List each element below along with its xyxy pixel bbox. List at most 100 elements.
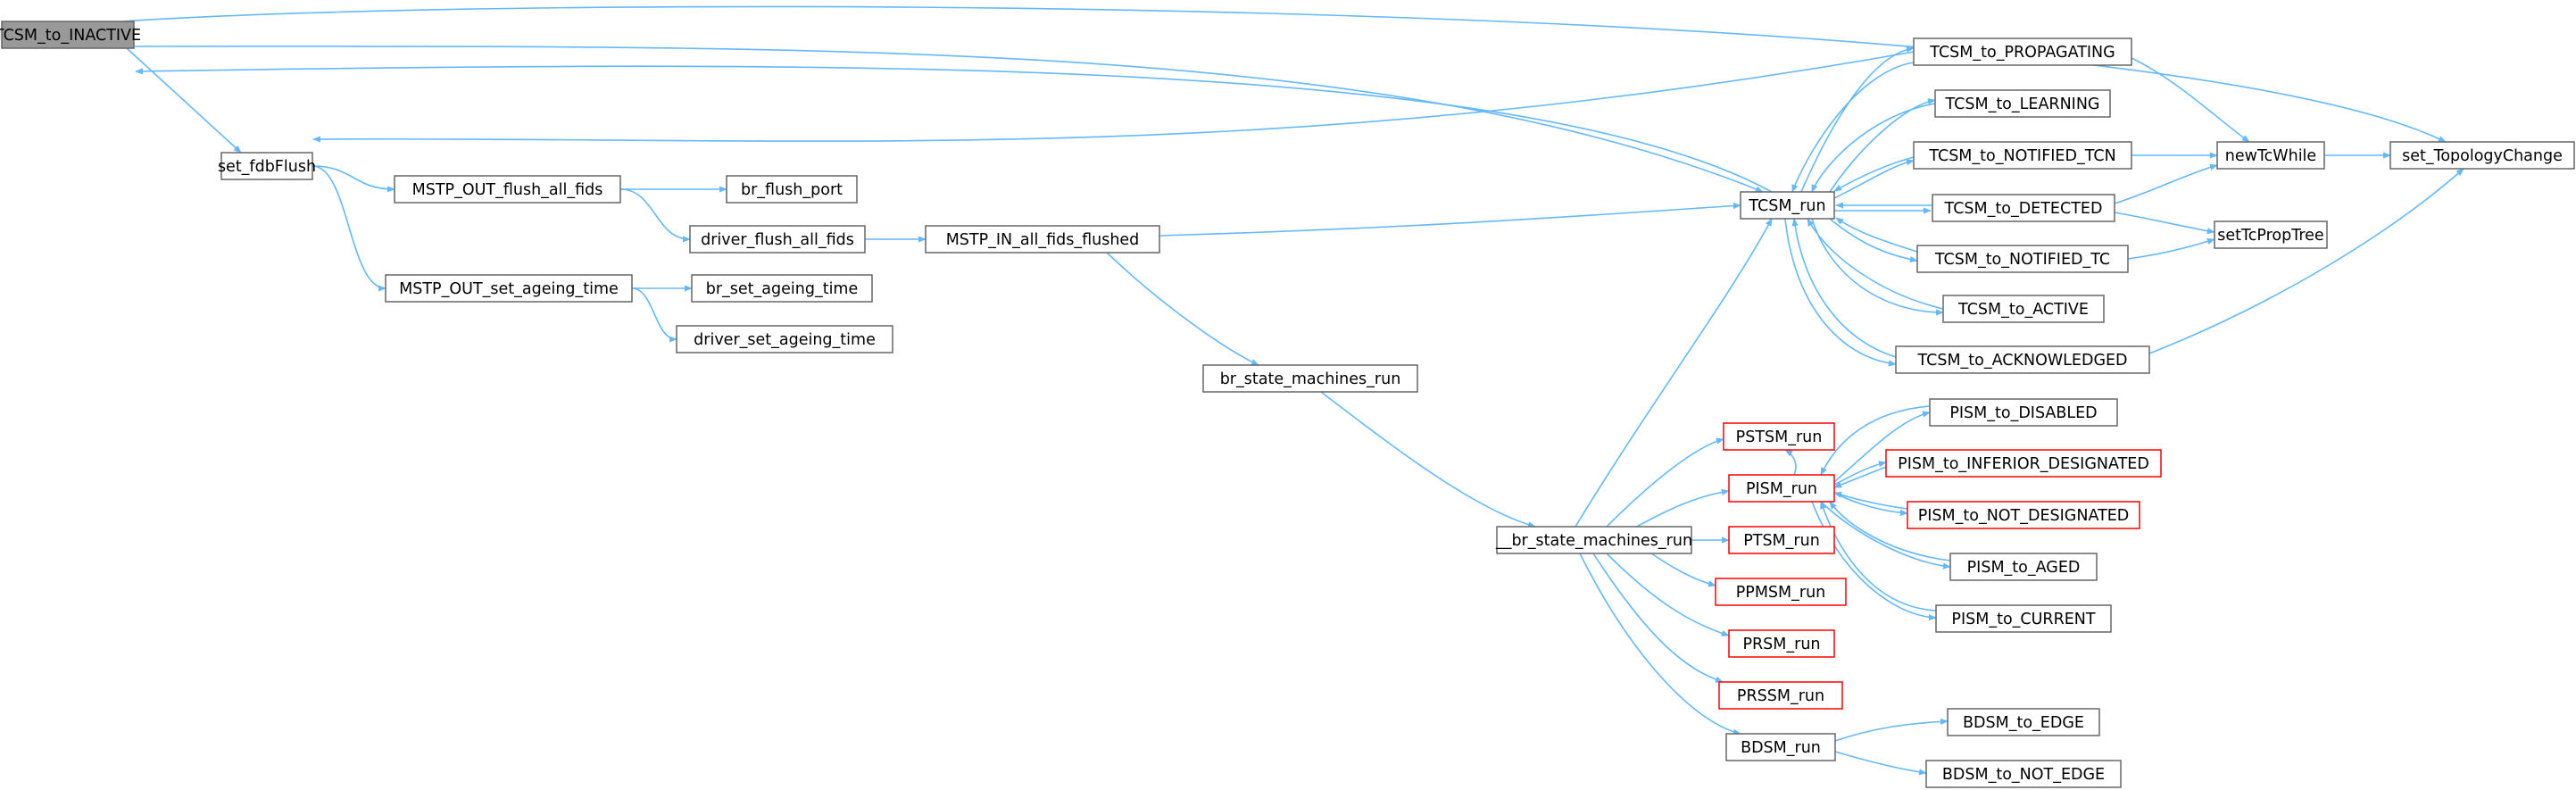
node-box[interactable] [1,21,135,49]
node-box[interactable] [1935,604,2112,633]
node-driver_set_ageing_time[interactable]: driver_set_ageing_time [676,325,893,353]
edge-MSTP_OUT_set_ageing_time-to-driver_set_ageing_time [631,287,677,343]
node-box[interactable] [2216,141,2325,170]
node-PISM_to_AGED[interactable]: PISM_to_AGED [1949,553,2098,581]
edges-layer [122,5,2464,776]
node-TCSM_to_DETECTED[interactable]: TCSM_to_DETECTED [1932,194,2115,222]
node-box[interactable] [689,225,866,254]
node-box[interactable] [1496,526,1692,554]
node-label: TCSM_to_ACTIVE [1957,301,2089,319]
edge-TCSM_run-to-TCSM_to_PROPAGATING [1800,46,1915,193]
node-box[interactable] [1913,37,2132,66]
node-TCSM_to_ACKNOWLEDGED[interactable]: TCSM_to_ACKNOWLEDGED [1895,345,2150,374]
node-box[interactable] [726,175,858,204]
node-PISM_to_CURRENT[interactable]: PISM_to_CURRENT [1935,604,2112,633]
node-box[interactable] [1725,733,1836,761]
node-MSTP_OUT_set_ageing_time[interactable]: MSTP_OUT_set_ageing_time [385,274,633,303]
node-label: TCSM_to_ACKNOWLEDGED [1916,352,2127,370]
node-box[interactable] [1740,191,1835,220]
node-box[interactable] [1916,245,2129,273]
node-box[interactable] [1929,398,2118,427]
node-BDSM_to_EDGE[interactable]: BDSM_to_EDGE [1947,708,2100,736]
node-box[interactable] [1934,89,2111,118]
edge-TCSM_to_PROPAGATING-to-newTcWhile [2129,56,2250,143]
edge-TCSM_run-to-TCSM_to_ACKNOWLEDGED [1784,218,1897,367]
node-label: setTcPropTree [2217,227,2323,245]
edge-TCSM_run-to-TCSM_to_NOTIFIED_TC [1829,218,1918,263]
node-box[interactable] [2214,220,2328,249]
node-PRSSM_run[interactable]: PRSSM_run [1718,681,1843,710]
node-PPMSM_run[interactable]: PPMSM_run [1715,578,1847,606]
edge-TCSM_run-to-TCSM_to_ACTIVE [1811,218,1944,316]
node-box[interactable] [1728,474,1835,503]
node-label: PISM_to_INFERIOR_DESIGNATED [1898,455,2149,473]
edge-PISM_run-to-PISM_to_AGED [1820,501,1951,570]
node-label: PTSM_run [1743,532,1820,550]
node-box[interactable] [385,274,633,303]
node-TCSM_to_INACTIVE[interactable]: TCSM_to_INACTIVE [0,21,141,49]
node-box[interactable] [1723,422,1835,451]
edge-TCSM_to_NOTIFIED_TC-to-setTcPropTree [2127,238,2215,260]
node-label: MSTP_IN_all_fids_flushed [946,231,1140,249]
node-box[interactable] [1202,364,1418,393]
node-newTcWhile[interactable]: newTcWhile [2216,141,2325,170]
node-PISM_to_DISABLED[interactable]: PISM_to_DISABLED [1929,398,2118,427]
node-BDSM_to_NOT_EDGE[interactable]: BDSM_to_NOT_EDGE [1925,760,2122,788]
node-box[interactable] [1949,553,2098,581]
edge-TCSM_to_DETECTED-to-setTcPropTree [2114,212,2215,235]
node-TCSM_to_NOTIFIED_TCN[interactable]: TCSM_to_NOTIFIED_TCN [1913,141,2132,170]
node-box[interactable] [1728,526,1835,554]
node-br_set_ageing_time[interactable]: br_set_ageing_time [691,274,873,303]
node-PRSM_run[interactable]: PRSM_run [1728,629,1835,658]
node-PISM_to_INFERIOR_DESIGNATED[interactable]: PISM_to_INFERIOR_DESIGNATED [1885,449,2162,478]
node-label: TCSM_to_NOTIFIED_TC [1934,251,2110,269]
node-set_fdbFlush[interactable]: set_fdbFlush [218,152,316,180]
node-set_TopologyChange[interactable]: set_TopologyChange [2389,141,2575,170]
node-box[interactable] [1907,501,2140,529]
node-TCSM_run[interactable]: TCSM_run [1740,191,1835,220]
node-label: br_set_ageing_time [706,280,859,298]
edge-TCSM_to_LEARNING-to-TCSM_run [1811,103,1936,193]
node-box[interactable] [220,152,313,180]
edge-MSTP_OUT_flush_all_fids-to-driver_flush_all_fids [619,188,691,243]
node-PISM_to_NOT_DESIGNATED[interactable]: PISM_to_NOT_DESIGNATED [1907,501,2140,529]
node-box[interactable] [1925,760,2122,788]
node-br_state_machines_run[interactable]: br_state_machines_run [1202,364,1418,393]
edge-PISM_to_AGED-to-PISM_run [1829,501,1951,561]
node-TCSM_to_ACTIVE[interactable]: TCSM_to_ACTIVE [1942,295,2105,323]
node-PISM_run[interactable]: PISM_run [1728,474,1835,503]
node-MSTP_OUT_flush_all_fids[interactable]: MSTP_OUT_flush_all_fids [394,175,621,204]
node-label: PISM_to_AGED [1967,559,2081,577]
node-box[interactable] [394,175,621,204]
node-box[interactable] [691,274,873,303]
node-box[interactable] [1932,194,2115,222]
node-box[interactable] [1895,345,2150,374]
node-PSTSM_run[interactable]: PSTSM_run [1723,422,1835,451]
node-label: PRSSM_run [1737,687,1824,705]
node-MSTP_IN_all_fids_flushed[interactable]: MSTP_IN_all_fids_flushed [925,225,1160,254]
node-box[interactable] [1885,449,2162,478]
node-driver_flush_all_fids[interactable]: driver_flush_all_fids [689,225,866,254]
edge-TCSM_to_NOTIFIED_TCN-to-TCSM_run [1833,156,1915,192]
node-setTcPropTree[interactable]: setTcPropTree [2214,220,2328,249]
node-BDSM_run[interactable]: BDSM_run [1725,733,1836,761]
node-label: TCSM_to_INACTIVE [0,27,141,45]
node-TCSM_to_LEARNING[interactable]: TCSM_to_LEARNING [1934,89,2111,118]
node-box[interactable] [1715,578,1847,606]
node-box[interactable] [1947,708,2100,736]
node-PTSM_run[interactable]: PTSM_run [1728,526,1835,554]
node-__br_state_machines_run[interactable]: __br_state_machines_run [1495,526,1692,554]
node-TCSM_to_NOTIFIED_TC[interactable]: TCSM_to_NOTIFIED_TC [1916,245,2129,273]
node-box[interactable] [1913,141,2132,170]
node-box[interactable] [1718,681,1843,710]
node-br_flush_port[interactable]: br_flush_port [726,175,858,204]
edge-TCSM_run-to-TCSM_to_LEARNING [1829,98,1936,193]
node-box[interactable] [925,225,1160,254]
node-label: TCSM_run [1748,197,1825,215]
node-box[interactable] [676,325,893,353]
node-box[interactable] [2389,141,2575,170]
node-box[interactable] [1942,295,2105,323]
node-box[interactable] [1728,629,1835,658]
node-TCSM_to_PROPAGATING[interactable]: TCSM_to_PROPAGATING [1913,37,2132,66]
